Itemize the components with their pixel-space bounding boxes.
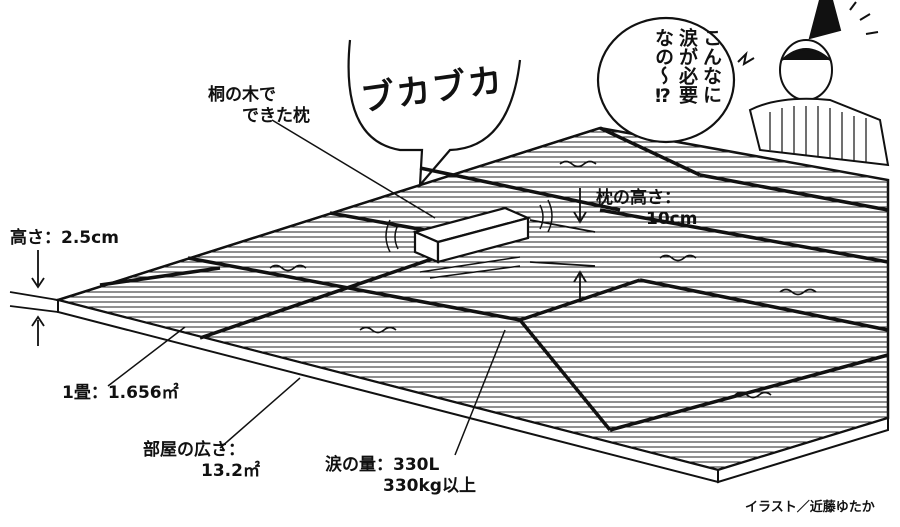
pillow-height-marker <box>529 188 596 302</box>
pillow-label-line1: 桐の木で <box>208 85 276 105</box>
pillow-label-line2: できた枕 <box>242 106 310 126</box>
speech-text-col3: なの～⁉ <box>652 28 674 107</box>
tear-ripples <box>269 160 817 399</box>
sfx-bubble <box>347 39 522 189</box>
pillow-label: 桐の木で できた枕 <box>208 85 310 127</box>
pillow-block <box>411 206 532 264</box>
speech-text-col1: こんなに <box>700 28 722 104</box>
illustration-credit: イラスト／近藤ゆたか <box>745 500 875 515</box>
one-tatami-label: 1畳：1.656㎡ <box>62 383 179 403</box>
speech-text-col2: 涙が必要 <box>676 28 698 104</box>
heian-noble-character <box>737 0 890 167</box>
room-size-label: 部屋の広さ： 13.2㎡ <box>143 440 260 482</box>
room-size-line1: 部屋の広さ： <box>143 440 245 460</box>
pillow-height-line1: 枕の高さ： <box>596 188 681 208</box>
pillow-height-label: 枕の高さ： 10cm <box>596 188 697 230</box>
tatami-borders <box>99 126 889 432</box>
wobble-marks <box>385 199 553 279</box>
tears-label: 涙の量：330L 330kg以上 <box>325 455 476 497</box>
speech-bubble <box>596 16 736 144</box>
tatami-height-label: 高さ：2.5cm <box>10 228 119 248</box>
tears-line2: 330kg以上 <box>383 476 476 496</box>
tatami-height-marker <box>9 250 59 346</box>
tears-line1: 涙の量：330L <box>325 455 440 475</box>
room-size-line2: 13.2㎡ <box>201 461 260 481</box>
leader-lines <box>107 119 506 456</box>
floor-edge-right <box>717 416 889 484</box>
pillow-height-line2: 10cm <box>646 209 698 229</box>
